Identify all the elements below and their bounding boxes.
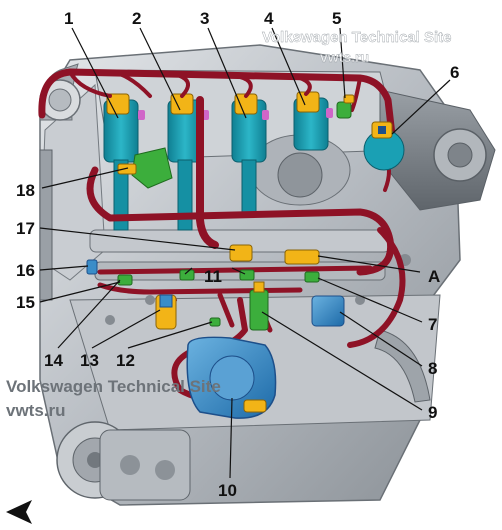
- connector-16: [86, 259, 98, 275]
- watermark-bottom-site: Volkswagen Technical Site: [6, 377, 221, 396]
- callout-15: 15: [16, 293, 35, 312]
- ignition-coil-1: [103, 93, 139, 231]
- connector-5: [336, 101, 352, 119]
- connector-8: [311, 295, 345, 327]
- ignition-coil-3: [231, 93, 267, 216]
- callout-9: 9: [428, 403, 437, 422]
- callout-6: 6: [450, 63, 459, 82]
- arrow-left-icon: [6, 500, 32, 524]
- ignition-coil-2: [167, 93, 203, 231]
- callout-8: 8: [428, 359, 437, 378]
- connector-11b: [239, 269, 255, 281]
- callout-17: 17: [16, 219, 35, 238]
- callout-3: 3: [200, 9, 209, 28]
- callout-1: 1: [64, 9, 73, 28]
- connector-13: [155, 294, 177, 330]
- callout-labels: 1 2 3 4 5 6 18 17 16 15 11 A 7 14 13 12 …: [16, 9, 459, 500]
- pink-clip: [262, 110, 269, 120]
- watermark-bottom: Volkswagen Technical Site vwts.ru: [6, 377, 221, 420]
- callout-14: 14: [44, 351, 63, 370]
- callout-10: 10: [218, 481, 237, 500]
- callout-7: 7: [428, 315, 437, 334]
- connector-11: [179, 269, 195, 281]
- watermark-top-site: Volkswagen Technical Site: [262, 29, 452, 46]
- callout-13: 13: [80, 351, 99, 370]
- pink-clip: [138, 110, 145, 120]
- leader-lines: [39, 27, 451, 479]
- ignition-coils: [103, 91, 333, 231]
- callout-a: A: [428, 267, 440, 286]
- throttle-body-10: [186, 336, 277, 419]
- connector-18: [117, 147, 173, 189]
- callout-4: 4: [264, 9, 274, 28]
- connector-a: [284, 249, 320, 265]
- pink-clip: [326, 108, 333, 118]
- connector-17: [229, 244, 253, 262]
- callout-16: 16: [16, 261, 35, 280]
- callout-12: 12: [116, 351, 135, 370]
- watermark-top-url: vwts.ru: [320, 49, 369, 65]
- connector-9: [249, 281, 269, 331]
- connector-15: [117, 274, 133, 286]
- connector-7: [304, 271, 320, 283]
- callout-18: 18: [16, 181, 35, 200]
- callout-5: 5: [332, 9, 341, 28]
- watermark-top: Volkswagen Technical Site vwts.ru: [262, 29, 452, 65]
- watermark-bottom-url: vwts.ru: [6, 401, 66, 420]
- connectors: [86, 94, 405, 419]
- callout-2: 2: [132, 9, 141, 28]
- callout-11: 11: [204, 267, 222, 286]
- connector-6: [363, 121, 405, 171]
- ignition-coil-4: [293, 91, 329, 151]
